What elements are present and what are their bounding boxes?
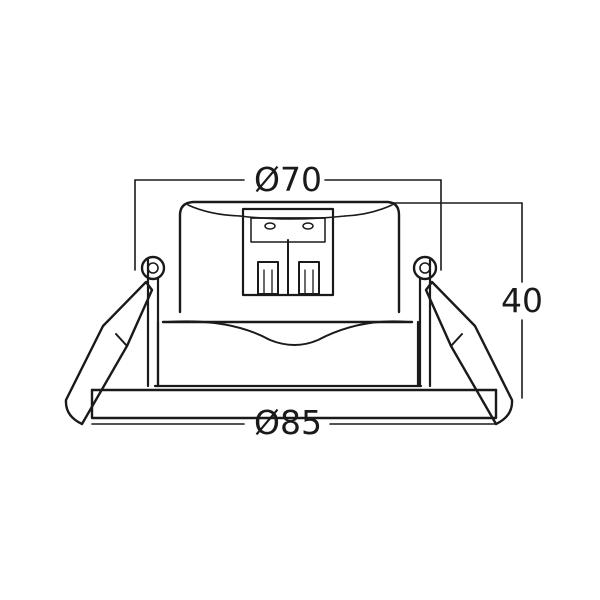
wire-slot-left [257,261,279,295]
dimension-height: 40 [389,202,543,399]
screw-icon [302,222,314,230]
spring-clip-right [412,255,514,426]
wire-slot-right [298,261,320,295]
bezel-flange [90,388,498,420]
height-label: 40 [501,281,543,320]
dimension-bottom-diameter: Ø85 [91,403,497,442]
diameter-top-label: Ø70 [254,160,322,199]
lower-ring [153,320,423,388]
spring-clip-left [64,255,166,426]
screw-icon [264,222,276,230]
terminal-block [241,207,335,297]
diameter-bottom-label: Ø85 [254,403,322,442]
dimension-top-diameter: Ø70 [134,160,442,271]
